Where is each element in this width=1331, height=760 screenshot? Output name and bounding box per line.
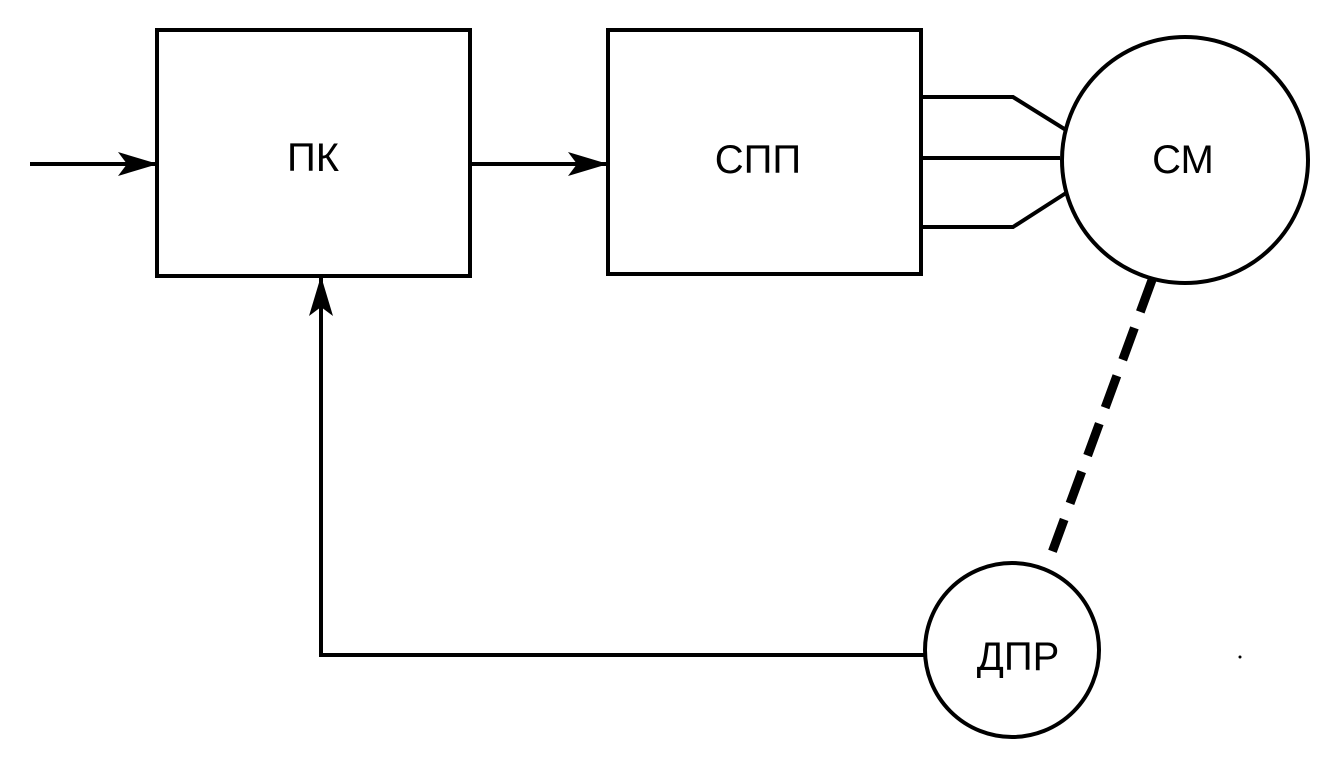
scan-dot: [1238, 655, 1242, 659]
block-spp: [606, 28, 923, 276]
block-pk-label: ПК: [287, 136, 340, 180]
feedback-arrow: [309, 276, 925, 657]
block-spp-label: СПП: [715, 138, 801, 182]
sensor-dpr: [923, 561, 1101, 739]
phase-line-bottom: [921, 191, 1068, 229]
motor-sm-label: СМ: [1152, 138, 1214, 182]
coupling-dashed-line: [1045, 278, 1157, 560]
phase-line-top: [921, 95, 1068, 132]
motor-sm: [1060, 35, 1310, 285]
sensor-dpr-label: ДПР: [977, 635, 1060, 679]
